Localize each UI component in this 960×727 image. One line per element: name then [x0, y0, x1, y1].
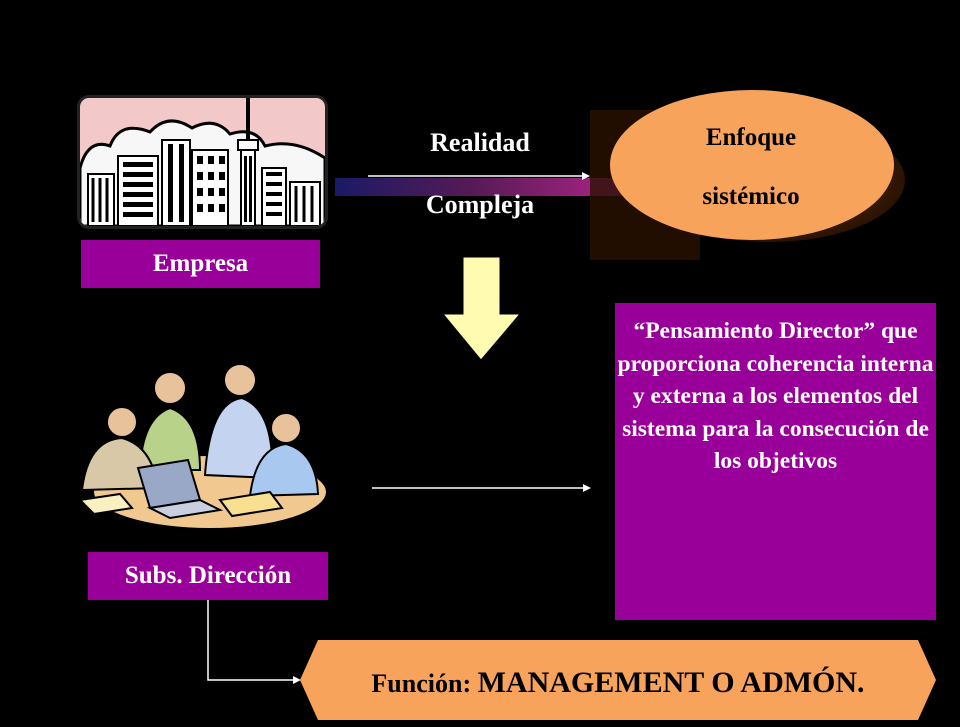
enfoque-oval	[610, 90, 894, 240]
funcion-prefix: Función:	[371, 669, 478, 698]
sistemico-label: sistémico	[702, 183, 800, 210]
funcion-value: MANAGEMENT O ADMÓN.	[477, 666, 865, 699]
enfoque-label: Enfoque	[705, 124, 797, 151]
empresa-label: Empresa	[81, 240, 320, 288]
realidad-label: Realidad	[430, 128, 530, 157]
compleja-label: Compleja	[425, 190, 535, 219]
city-buildings-icon	[70, 88, 335, 236]
funcion-shape	[300, 640, 936, 720]
funcion-label: Función: MANAGEMENT O ADMÓN.	[300, 640, 936, 720]
gradient-band	[335, 178, 635, 196]
subs-direccion-label: Subs. Dirección	[88, 552, 328, 600]
funcion-arrow	[207, 600, 295, 681]
down-arrow-icon	[441, 256, 522, 361]
business-meeting-icon	[60, 360, 330, 535]
pensamiento-box: “Pensamiento Director” que proporciona c…	[615, 303, 936, 620]
